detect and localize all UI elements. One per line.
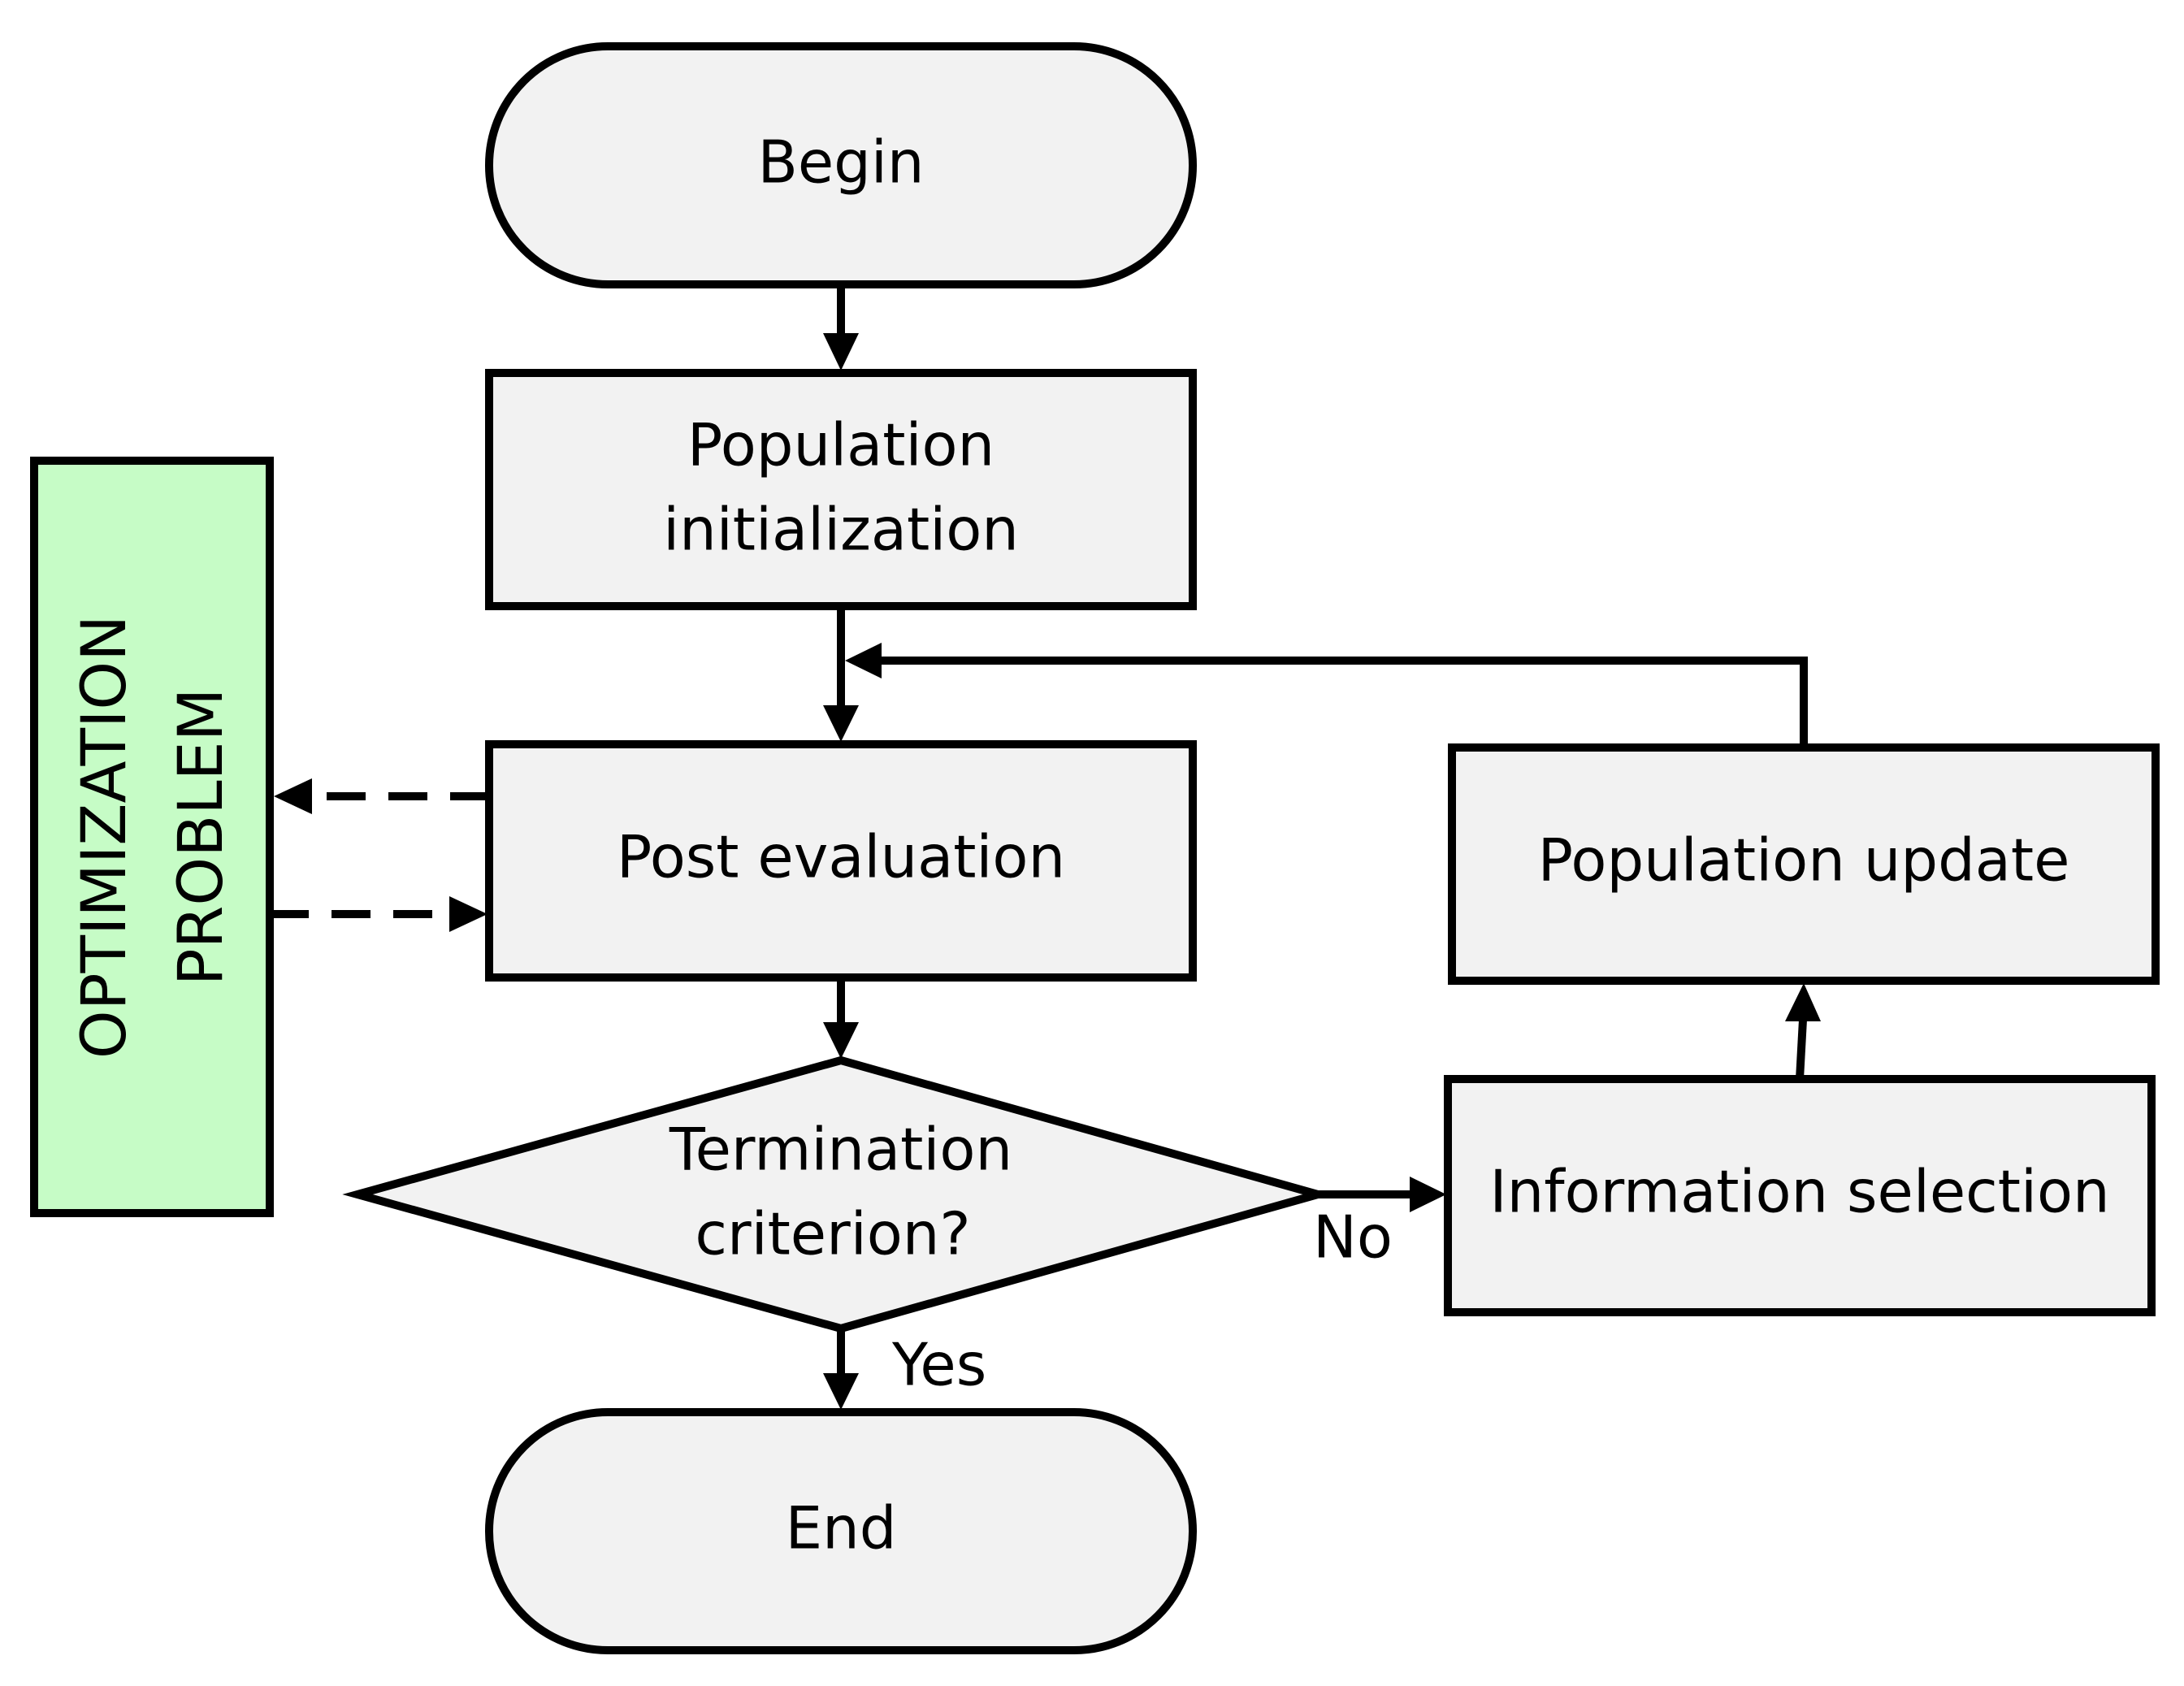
arrowhead xyxy=(823,705,859,742)
population-update-shape xyxy=(1448,743,2160,985)
information-selection-node: Information selection xyxy=(1444,1075,2156,1316)
termination-criterion-label-line1: Termination xyxy=(669,1116,1012,1184)
arrowhead xyxy=(823,1022,859,1059)
arrowhead xyxy=(1785,983,1821,1021)
optimization-problem-panel: OPTIMIZATION PROBLEM xyxy=(30,457,274,1217)
yes-label: Yes xyxy=(891,1331,986,1399)
population-update-label: Population update xyxy=(1538,826,2070,895)
edge-evaluation-to-problem xyxy=(274,778,489,814)
edge-selection-to-update xyxy=(1785,983,1821,1080)
termination-criterion-node: Termination criterion? xyxy=(342,1055,1333,1333)
optimization-problem-box xyxy=(30,457,274,1217)
edge-line xyxy=(1796,1019,1807,1080)
population-initialization-shape xyxy=(485,369,1197,610)
post-evaluation-shape xyxy=(485,740,1197,982)
optimization-problem-label-line1: OPTIMIZATION xyxy=(67,615,140,1059)
edge-begin-to-initialization xyxy=(823,284,859,371)
begin-label: Begin xyxy=(757,128,924,197)
begin-node: Begin xyxy=(485,42,1197,288)
arrowhead xyxy=(449,896,488,932)
population-initialization-node: Population initialization xyxy=(485,369,1197,610)
termination-criterion-shape xyxy=(342,1055,1333,1333)
edge-termination-to-end: Yes xyxy=(823,1328,986,1410)
edge-initialization-to-evaluation xyxy=(823,606,859,742)
termination-criterion-label-line2: criterion? xyxy=(695,1200,970,1268)
edge-update-to-evaluation xyxy=(845,643,1808,748)
population-initialization-label-line2: initialization xyxy=(663,496,1019,564)
post-evaluation-node: Post evaluation xyxy=(485,740,1197,982)
end-label: End xyxy=(786,1494,897,1562)
arrowhead xyxy=(274,778,312,814)
edge-termination-to-selection: No xyxy=(1313,1177,1446,1272)
arrowhead xyxy=(845,643,882,678)
arrowhead xyxy=(823,1373,859,1410)
population-update-node: Population update xyxy=(1448,743,2160,985)
edge-line xyxy=(880,657,1808,748)
arrowhead xyxy=(823,333,859,371)
arrowhead xyxy=(1410,1177,1446,1212)
edge-problem-to-evaluation xyxy=(270,896,488,932)
no-label: No xyxy=(1313,1203,1393,1272)
information-selection-label: Information selection xyxy=(1489,1158,2109,1226)
end-shape xyxy=(485,1408,1197,1654)
end-node: End xyxy=(485,1408,1197,1654)
post-evaluation-label: Post evaluation xyxy=(617,823,1065,891)
optimization-problem-label-line2: PROBLEM xyxy=(164,688,236,986)
edge-evaluation-to-termination xyxy=(823,977,859,1059)
population-initialization-label-line1: Population xyxy=(687,411,994,479)
